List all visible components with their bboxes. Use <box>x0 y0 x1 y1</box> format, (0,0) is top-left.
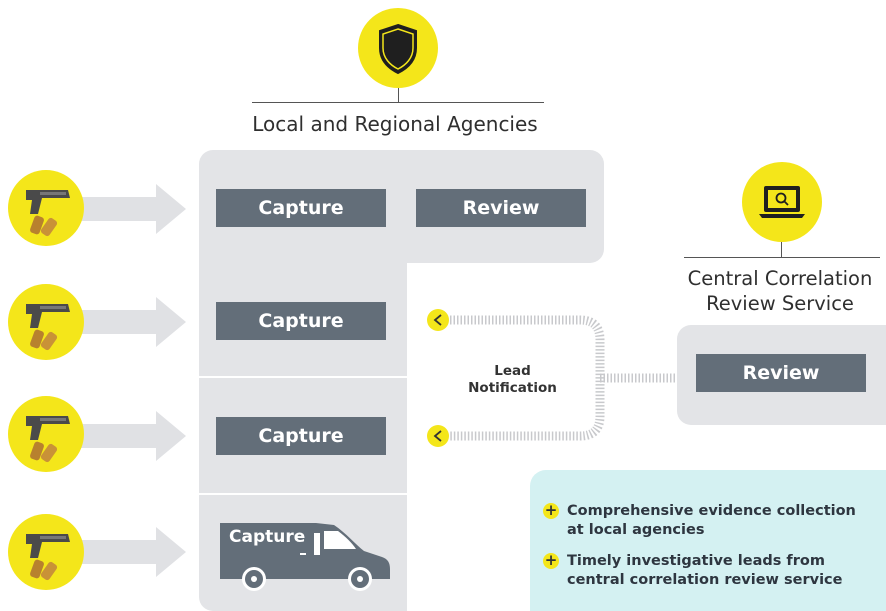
review-button-local[interactable]: Review <box>416 189 586 227</box>
central-title-line2: Review Service <box>706 292 854 315</box>
arrow-icon <box>78 411 188 465</box>
handgun-casings-icon <box>26 416 70 463</box>
arrow-icon <box>78 527 188 581</box>
handgun-casings-icon <box>26 534 70 581</box>
plus-icon: + <box>543 501 559 519</box>
benefit-item-1: + Comprehensive evidence collection at l… <box>543 502 856 540</box>
benefit-2-line2: central correlation review service <box>567 572 843 588</box>
lead-label-line1: Lead <box>494 363 531 379</box>
benefit-2-line1: Timely investigative leads from <box>567 553 825 569</box>
laptop-search-icon <box>759 186 805 218</box>
chevron-left-icon <box>427 425 449 447</box>
agency-title: Local and Regional Agencies <box>252 112 538 136</box>
review-button-central[interactable]: Review <box>696 354 866 392</box>
evidence-badge-2 <box>8 284 84 360</box>
central-title-line1: Central Correlation <box>687 267 873 290</box>
handgun-casings-icon <box>26 190 70 237</box>
lead-label-line2: Notification <box>468 380 557 396</box>
arrow-icon <box>78 297 188 351</box>
agency-badge <box>358 8 438 88</box>
benefit-item-2: + Timely investigative leads from centra… <box>543 552 842 590</box>
capture-van[interactable]: Capture <box>216 517 396 595</box>
agency-title-rule <box>252 102 544 103</box>
capture-button-1[interactable]: Capture <box>216 189 386 227</box>
shield-icon <box>379 23 417 75</box>
capture-label-van: Capture <box>229 527 306 547</box>
central-title-rule <box>684 257 880 258</box>
evidence-badge-4 <box>8 514 84 590</box>
handgun-casings-icon <box>26 304 70 351</box>
capture-button-2[interactable]: Capture <box>216 302 386 340</box>
evidence-badge-3 <box>8 396 84 472</box>
benefit-1-line2: at local agencies <box>567 522 705 538</box>
lead-notification-label: Lead Notification <box>455 363 570 397</box>
lead-notification-connector <box>450 315 678 441</box>
plus-icon: + <box>543 551 559 569</box>
van-icon <box>220 523 390 591</box>
arrow-icon <box>78 184 188 238</box>
benefits-box: + Comprehensive evidence collection at l… <box>530 470 886 611</box>
central-badge <box>742 162 822 242</box>
central-title: Central Correlation Review Service <box>670 266 886 316</box>
evidence-badge-1 <box>8 170 84 246</box>
chevron-left-icon <box>427 309 449 331</box>
benefit-1-line1: Comprehensive evidence collection <box>567 503 856 519</box>
capture-button-3[interactable]: Capture <box>216 417 386 455</box>
